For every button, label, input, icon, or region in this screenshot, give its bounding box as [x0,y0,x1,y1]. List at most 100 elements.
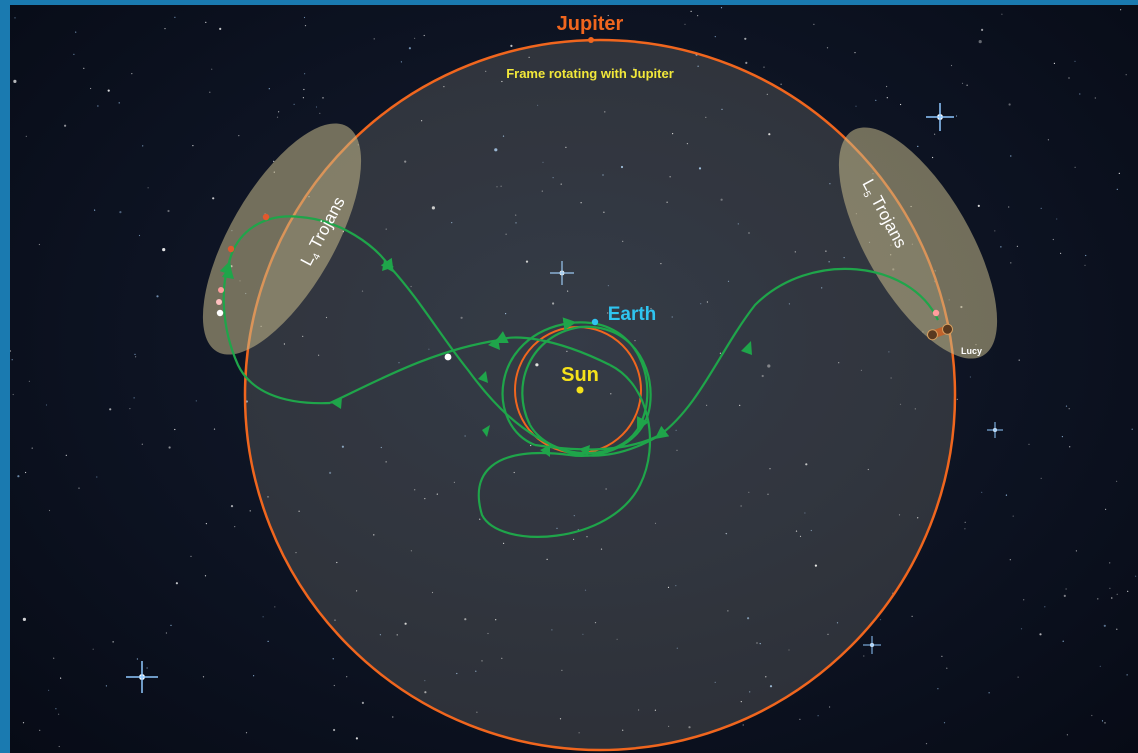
star [105,685,107,687]
star [83,67,85,69]
star [443,86,445,88]
star [714,681,716,684]
star [219,27,222,30]
star [827,633,829,635]
star [356,590,358,592]
star [817,715,819,717]
star [1103,624,1106,627]
star [686,143,689,145]
star [146,667,148,669]
l5-trojan-cloud [838,127,998,359]
star [767,364,771,368]
star [1052,238,1054,241]
sun-dot [576,386,584,394]
star [937,688,939,690]
star [814,564,818,567]
star [12,393,14,396]
star [325,316,328,319]
star [1118,172,1120,174]
star [969,376,972,378]
star [304,25,307,27]
star [828,261,830,263]
star [142,145,144,147]
star [805,463,808,466]
star [481,660,483,662]
star [669,176,671,178]
star [1039,633,1042,636]
star [118,102,120,104]
star [742,724,744,726]
star [600,548,603,550]
star [209,91,211,93]
star [607,312,609,314]
star [1012,515,1014,517]
star [1020,628,1023,630]
star [96,476,98,478]
star [268,88,270,90]
star [424,680,426,682]
star [303,16,306,19]
star [147,187,149,189]
star [404,622,407,625]
star [744,37,747,40]
star [607,285,610,287]
star [552,302,555,305]
star [964,528,966,530]
star [112,641,114,643]
star [810,529,812,532]
star [485,70,487,72]
star [238,135,240,137]
star [94,209,96,211]
star [460,316,463,319]
star [174,16,176,18]
star [436,493,438,495]
star [202,676,205,678]
star [119,211,122,214]
star [955,115,958,117]
star [898,514,901,516]
star [212,197,215,200]
star [1109,587,1111,589]
star [763,66,765,68]
star [162,248,166,252]
star [1084,264,1086,266]
star [515,214,517,216]
star [981,491,983,493]
star [560,183,562,185]
star [333,684,335,687]
star [925,743,928,745]
star [333,728,336,732]
star [604,111,606,113]
star [496,186,498,188]
star [302,335,304,337]
star [821,287,823,289]
star [373,534,375,536]
star [829,706,831,708]
star [1109,562,1111,564]
star [1001,13,1003,15]
star [410,285,412,288]
star [890,377,892,379]
star [205,523,207,525]
star [262,616,264,618]
star [888,351,890,353]
star [90,87,92,90]
star [141,443,143,445]
star [75,31,77,33]
star [513,471,515,474]
star [875,99,877,101]
star [556,527,558,529]
star [341,445,344,448]
star [1065,405,1068,407]
star [863,655,865,657]
star [688,726,691,729]
star [510,44,513,48]
star [1018,359,1020,361]
star [404,160,407,163]
star [546,558,548,561]
star [170,624,172,627]
star [267,640,269,643]
star [332,658,334,660]
star [379,634,381,636]
star [133,397,135,399]
